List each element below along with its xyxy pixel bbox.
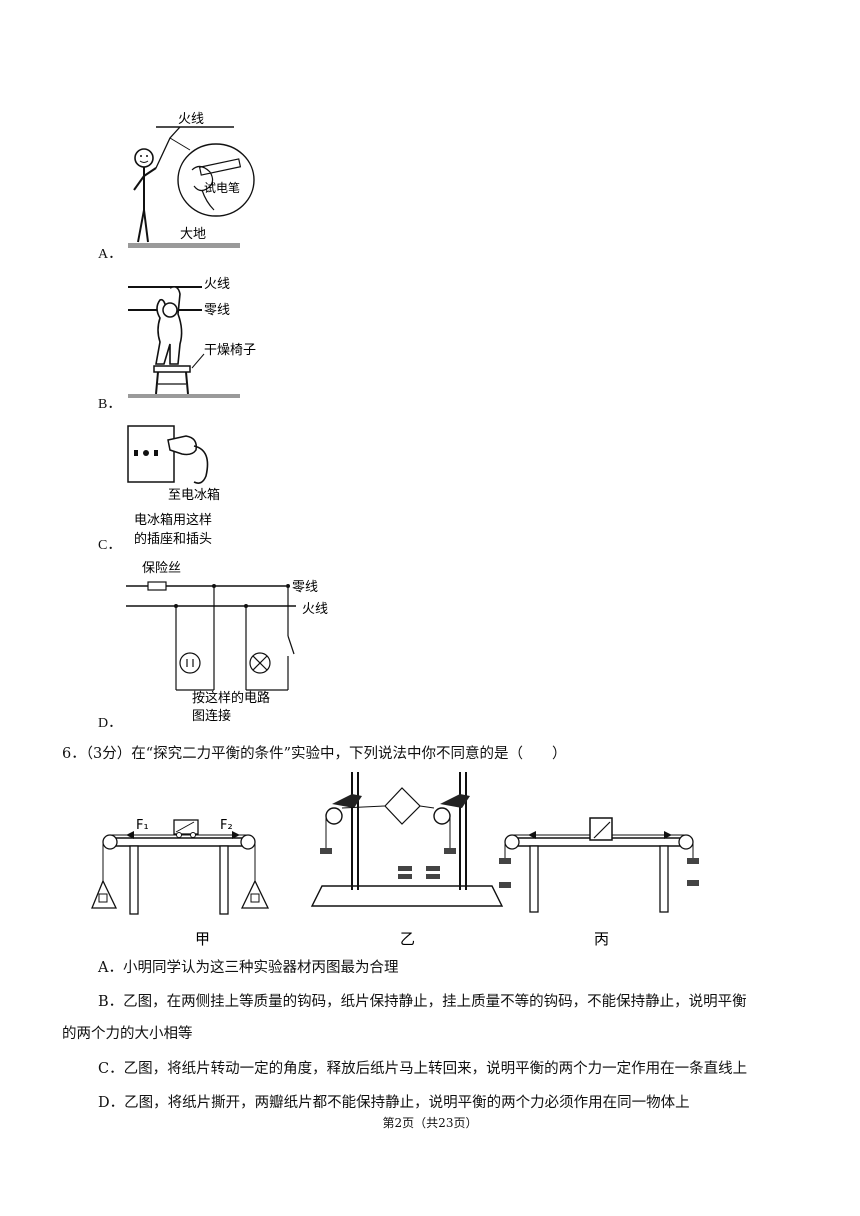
figure-bing: 丙 <box>499 817 699 948</box>
label-d-neutral: 零线 <box>292 580 318 595</box>
option-d-letter: D． <box>98 716 123 731</box>
label-test-pen: 试电笔 <box>204 180 240 195</box>
label-ground: 大地 <box>180 227 206 242</box>
label-b-live: 火线 <box>204 277 230 292</box>
figure-option-c: 至电冰箱 电冰箱用这样 的插座和插头 <box>127 425 220 547</box>
label-f1: F₁ <box>136 818 149 833</box>
caption-c-line2: 的插座和插头 <box>134 531 212 547</box>
caption-d-line1: 按这样的电路 <box>192 690 270 706</box>
caption-c-line1: 电冰箱用这样 <box>134 512 212 528</box>
figure-yi: 乙 <box>310 772 504 948</box>
label-b-neutral: 零线 <box>204 303 230 318</box>
q6-option-c: C．乙图，将纸片转动一定的角度，释放后纸片马上转回来，说明平衡的两个力一定作用在… <box>98 1061 748 1077</box>
label-dry-chair: 干燥椅子 <box>204 343 256 358</box>
label-bing: 丙 <box>594 930 609 948</box>
label-to-fridge: 至电冰箱 <box>168 487 220 503</box>
figure-q6: F₁ F₂ 甲 乙 <box>91 772 699 948</box>
q6-option-a: A．小明同学认为这三种实验器材丙图最为合理 <box>98 960 399 976</box>
figure-jia: F₁ F₂ 甲 <box>91 818 270 948</box>
q6-option-d: D．乙图，将纸片撕开，两瓣纸片都不能保持静止，说明平衡的两个力必须作用在同一物体… <box>98 1095 690 1111</box>
figure-option-a: 火线 试电笔 大地 <box>128 112 255 248</box>
label-f2: F₂ <box>220 818 233 833</box>
label-fuse: 保险丝 <box>142 561 181 576</box>
q6-option-b-continued: 的两个力的大小相等 <box>62 1026 193 1042</box>
q6-option-b: B．乙图，在两侧挂上等质量的钩码，纸片保持静止，挂上质量不等的钩码，不能保持静止… <box>98 994 747 1010</box>
option-c-letter: C． <box>98 538 122 553</box>
label-jia: 甲 <box>195 930 210 948</box>
figure-option-b: 火线 零线 干燥椅子 <box>128 277 256 398</box>
label-d-live: 火线 <box>302 602 328 617</box>
label-yi: 乙 <box>400 930 415 948</box>
option-a-letter: A． <box>98 247 123 262</box>
page-footer: 第2页（共23页） <box>382 1116 478 1130</box>
question-6-stem: 6．（3分）在“探究二力平衡的条件”实验中，下列说法中你不同意的是（ ） <box>62 746 567 762</box>
label-live-wire: 火线 <box>178 112 204 127</box>
caption-d-line2: 图连接 <box>192 708 231 723</box>
figure-option-d: 保险丝 零线 火线 按这样的电路 图连接 <box>126 561 328 723</box>
option-b-letter: B． <box>98 397 122 412</box>
